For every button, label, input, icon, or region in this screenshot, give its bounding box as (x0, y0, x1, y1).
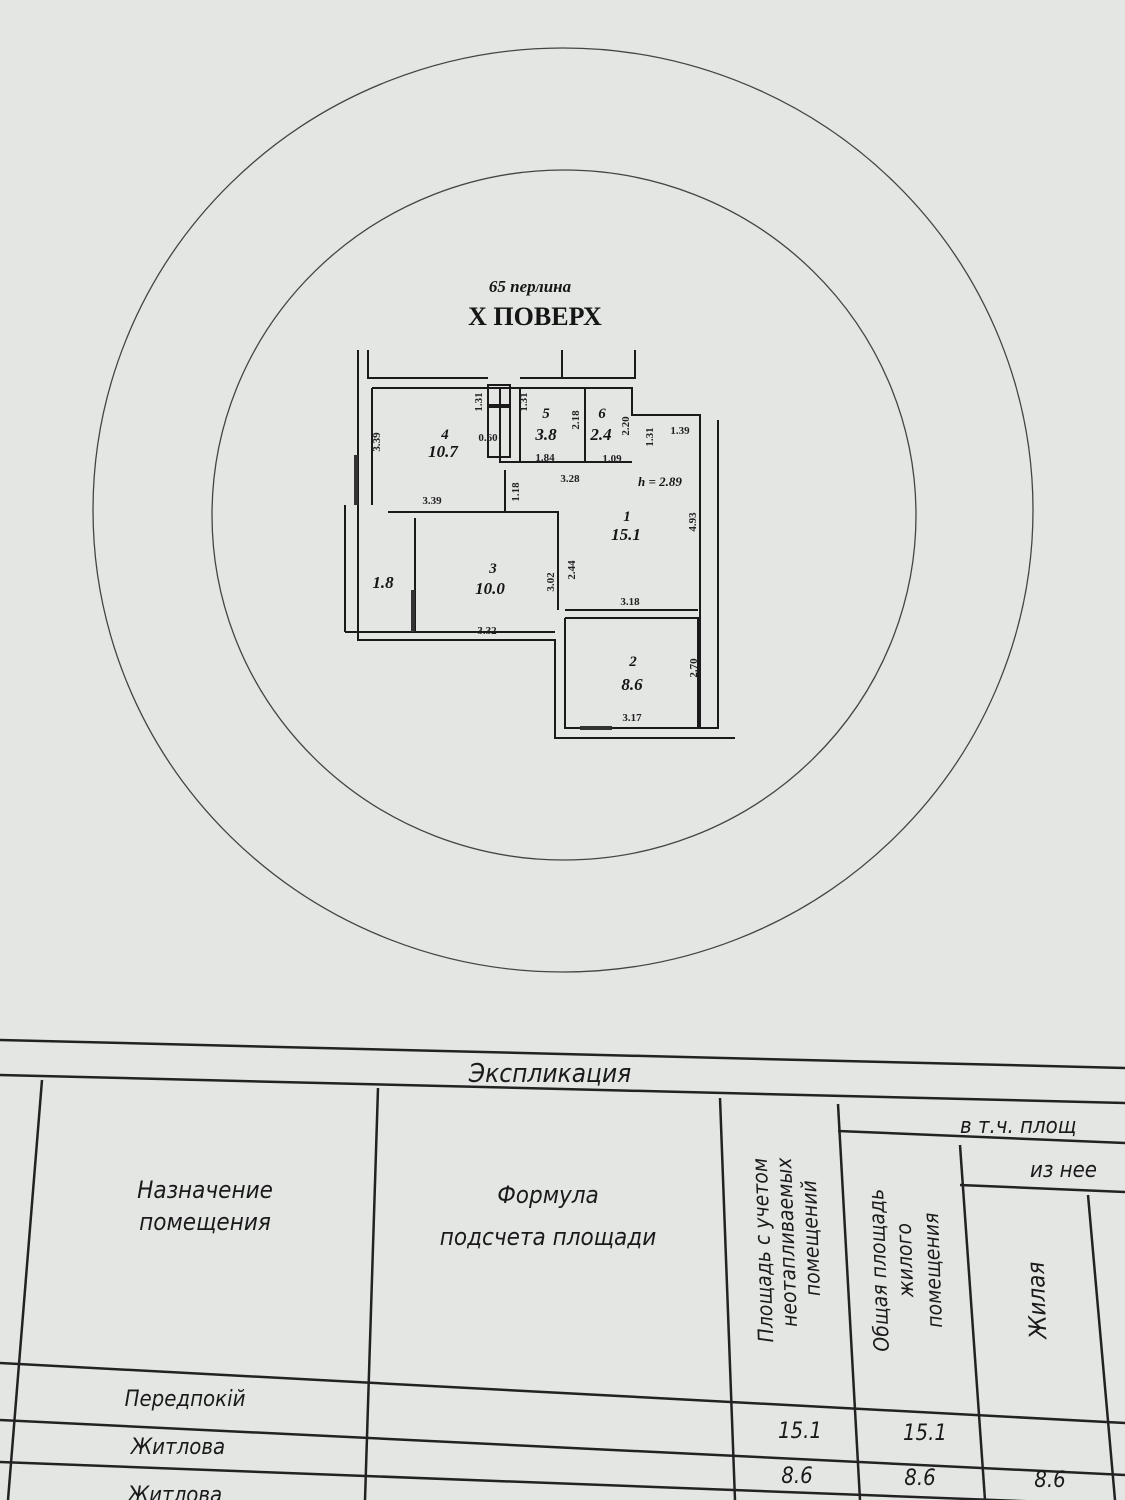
room-6-number: 6 (598, 406, 606, 422)
row-living: 8.6 (1034, 1468, 1065, 1493)
row-living-total: 15.1 (903, 1421, 947, 1446)
room-4-area: 10.7 (428, 442, 459, 461)
room-3-area: 10.0 (475, 579, 505, 598)
header-area-total-3: помещений (797, 1180, 825, 1297)
dim: 1.31 (644, 427, 656, 446)
table-row: Житлова 8.6 8.6 8.6 (130, 1435, 1066, 1493)
dim: 0.60 (478, 432, 498, 444)
table-row: Житлова (127, 1483, 222, 1500)
room-1-number: 1 (623, 509, 631, 525)
dim: 3.39 (371, 432, 383, 452)
header-living-total-1: Общая площадь (864, 1188, 894, 1352)
row-purpose: Передпокій (125, 1387, 246, 1412)
dim: 3.17 (622, 712, 642, 724)
dim: 3.18 (620, 596, 640, 608)
room-1-area: 15.1 (611, 525, 641, 544)
row-purpose: Житлова (127, 1483, 222, 1500)
room-5-area: 3.8 (534, 425, 557, 444)
room-2-area: 8.6 (621, 675, 643, 694)
row-living-total: 8.6 (904, 1466, 935, 1491)
plan-subtitle: 65 перлина (489, 277, 572, 296)
room-4-number: 4 (440, 427, 449, 443)
header-formula-2: подсчета площади (440, 1223, 657, 1251)
room-5-number: 5 (542, 406, 550, 422)
table-title: Экспликация (468, 1059, 631, 1089)
row-area-total: 15.1 (778, 1419, 822, 1444)
row-area-total: 8.6 (781, 1464, 812, 1489)
header-living: Жилая (1022, 1261, 1053, 1341)
dim: 1.84 (535, 452, 555, 464)
dim: 3.28 (560, 473, 580, 485)
explication-table: Экспликация Назначение помещения Формула… (0, 1038, 1125, 1500)
dim: 2.20 (620, 416, 632, 436)
header-of-it: из нее (1030, 1158, 1097, 1183)
header-living-total-2: жилого (892, 1223, 919, 1299)
row-purpose: Житлова (130, 1435, 225, 1460)
dim: 1.18 (510, 482, 522, 502)
ceiling-height: h = 2.89 (638, 474, 682, 489)
floor-plan (344, 350, 735, 739)
dimension-labels: 3.39 1.31 0.60 1.31 2.18 2.20 1.31 1.39 … (371, 392, 700, 724)
dim: 1.09 (602, 453, 622, 465)
header-living-total-3: помещения (919, 1212, 947, 1328)
room-2-number: 2 (628, 654, 637, 670)
inner-circle (211, 169, 917, 861)
outer-circle (92, 47, 1034, 973)
dim: 3.02 (545, 572, 557, 592)
room-6-area: 2.4 (589, 425, 611, 444)
dim: 4.93 (687, 512, 699, 532)
table-row: Передпокій 15.1 15.1 (125, 1387, 947, 1446)
room-3-number: 3 (488, 561, 497, 577)
dim: 3.39 (422, 495, 442, 507)
header-purpose-1: Назначение (137, 1176, 273, 1204)
balcony-area: 1.8 (372, 573, 394, 592)
dim: 2.70 (688, 658, 700, 678)
dim: 2.18 (570, 410, 582, 430)
dim: 2.44 (566, 560, 578, 580)
dim: 1.39 (670, 425, 690, 437)
dim: 1.31 (473, 392, 485, 411)
header-including: в т.ч. площ (960, 1114, 1076, 1139)
header-formula-1: Формула (497, 1181, 599, 1209)
floor-title: Х ПОВЕРХ (468, 302, 602, 331)
header-purpose-2: помещения (139, 1208, 271, 1236)
dim: 1.31 (518, 392, 530, 411)
dim: 3.32 (477, 625, 497, 637)
header-area-total-2: неотапливаемых (772, 1156, 802, 1327)
